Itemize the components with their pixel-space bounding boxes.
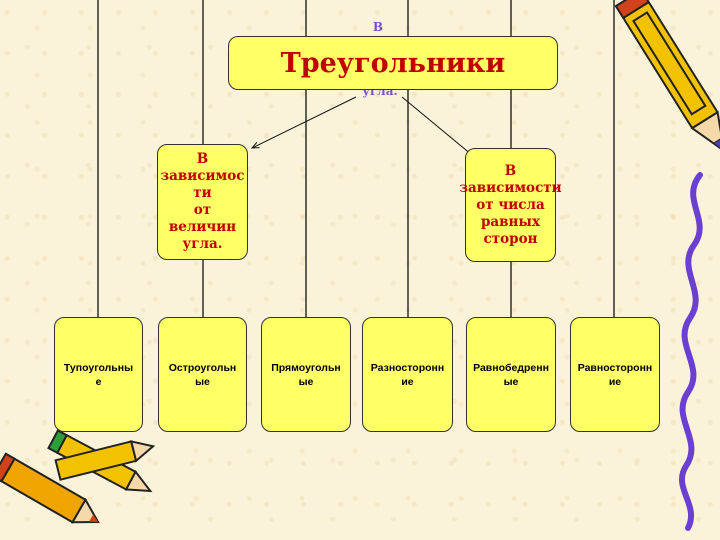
arrow-to-sides-category bbox=[401, 96, 478, 160]
category-label: В зависимос ти от величин угла. bbox=[160, 151, 245, 252]
pencil-icon bbox=[614, 0, 720, 153]
crayons-icon bbox=[0, 429, 156, 524]
category-label: В зависимости от числа равных сторон bbox=[459, 162, 562, 247]
hidden-label-top: В bbox=[372, 20, 384, 34]
arrow-to-angle-category bbox=[252, 96, 357, 148]
category-box-sides: В зависимости от числа равных сторон bbox=[459, 148, 562, 262]
title-text: Треугольники bbox=[280, 47, 506, 79]
category-box-angle: В зависимос ти от величин угла. bbox=[157, 144, 248, 260]
wavy-line bbox=[678, 172, 703, 531]
title-box: Треугольники bbox=[228, 36, 558, 90]
